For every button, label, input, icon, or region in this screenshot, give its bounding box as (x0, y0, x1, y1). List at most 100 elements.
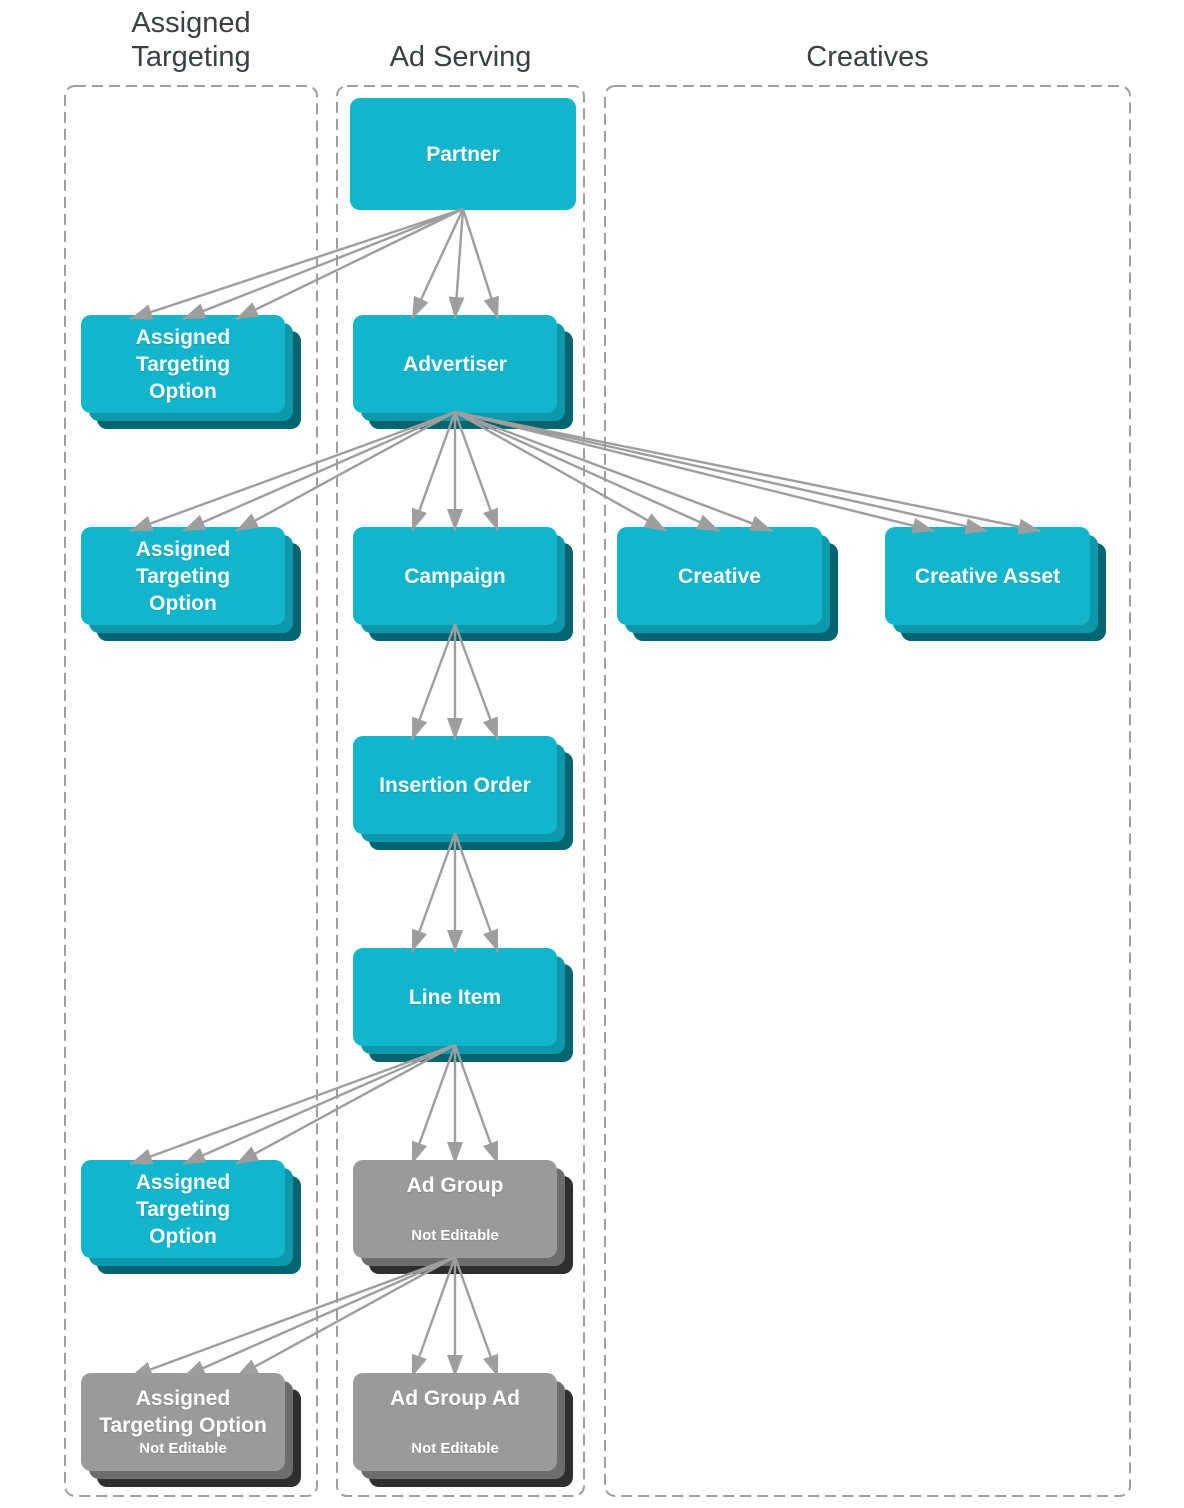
node-insertion-order: Insertion Order (353, 736, 573, 850)
node-label-line: Partner (426, 142, 500, 166)
arrow-insertion-order-to-line-item (410, 832, 457, 953)
node-label-line: Ad Group Ad (390, 1387, 520, 1410)
node-face: Creative Asset (885, 527, 1090, 625)
arrow-advertiser-to-assigned-targeting-option-2 (129, 410, 456, 533)
arrow-advertiser-to-creative-asset (454, 410, 988, 535)
node-label-line: Assigned (135, 537, 231, 561)
node-label-line: Option (149, 1224, 217, 1248)
node-label: Advertiser (403, 351, 507, 378)
node-label-line: Campaign (404, 564, 506, 588)
node-label: Ad Group (407, 1172, 504, 1199)
arrow-partner-to-assigned-targeting-option-1 (182, 207, 464, 321)
arrow-line-item-to-assigned-targeting-option-3 (129, 1043, 456, 1166)
node-advertiser: Advertiser (353, 315, 573, 429)
node-ad-group-ad: Ad Group Ad Not Editable (353, 1373, 573, 1487)
node-label-line: Advertiser (403, 352, 507, 376)
arrow-advertiser-to-creative-asset (454, 410, 935, 534)
node-creative-asset: Creative Asset (885, 527, 1106, 641)
column-header-label: Assigned Targeting (131, 7, 251, 73)
column-header-ad-serving: Ad Serving (337, 0, 584, 74)
node-label-line: Ad Group (406, 1174, 504, 1197)
arrow-campaign-to-insertion-order (410, 623, 457, 741)
arrow-partner-to-assigned-targeting-option-1 (129, 207, 464, 321)
arrow-line-item-to-ad-group (410, 1044, 457, 1165)
node-face: Partner (350, 98, 576, 210)
arrow-advertiser-to-creative (454, 410, 668, 533)
node-label: Creative Asset (915, 563, 1060, 590)
node-face: Line Item (353, 948, 557, 1046)
arrow-advertiser-to-campaign (453, 411, 500, 532)
arrow-partner-to-assigned-targeting-option-1 (235, 207, 464, 321)
arrow-advertiser-to-creative (454, 410, 773, 533)
node-label-line: Creative (678, 564, 761, 588)
arrow-advertiser-to-creative (454, 410, 720, 533)
arrow-line-item-to-assigned-targeting-option-3 (182, 1043, 456, 1166)
node-label-line: Assigned (135, 1170, 231, 1194)
arrow-line-item-to-assigned-targeting-option-3 (235, 1043, 456, 1166)
node-sublabel: Not Editable (411, 1440, 499, 1457)
column-header-creatives: Creatives (605, 0, 1130, 74)
column-header-assigned-targeting: Assigned Targeting (65, 0, 317, 74)
node-label: Ad Group Ad (390, 1385, 520, 1412)
column-header-label: Creatives (806, 41, 929, 73)
node-face: Creative (617, 527, 822, 625)
arrow-ad-group-to-assigned-targeting-option-4 (235, 1255, 456, 1379)
node-label-line: Line Item (408, 985, 502, 1009)
node-sublabel: Not Editable (139, 1440, 227, 1457)
node-label-line: Targeting (135, 352, 231, 376)
node-label-line: Option (149, 379, 217, 403)
arrow-advertiser-to-assigned-targeting-option-2 (235, 410, 456, 533)
arrow-advertiser-to-creative-asset (454, 410, 1041, 535)
node-label-line: Assigned (135, 1387, 231, 1410)
node-face: Advertiser (353, 315, 557, 413)
arrow-advertiser-to-campaign (410, 411, 457, 532)
column-header-label: Ad Serving (389, 41, 532, 73)
node-label-line: Option (149, 591, 217, 615)
arrow-ad-group-to-ad-group-ad (410, 1256, 457, 1378)
arrow-partner-to-advertiser (448, 208, 465, 320)
arrow-line-item-to-ad-group (453, 1044, 500, 1165)
node-face: Insertion Order (353, 736, 557, 834)
node-creative: Creative (617, 527, 838, 641)
node-label-line: Insertion Order (379, 773, 531, 797)
node-line-item: Line Item (353, 948, 573, 1062)
node-sublabel: Not Editable (411, 1227, 499, 1244)
arrow-ad-group-to-ad-group-ad (453, 1256, 500, 1378)
node-label: Line Item (409, 984, 501, 1011)
arrow-partner-to-advertiser (461, 208, 500, 320)
arrow-insertion-order-to-line-item (453, 832, 500, 953)
arrow-advertiser-to-assigned-targeting-option-2 (182, 410, 456, 533)
node-label-line: Targeting Option (99, 1414, 267, 1437)
node-face: Campaign (353, 527, 557, 625)
column-outline-creatives (604, 85, 1131, 1497)
arrow-campaign-to-insertion-order (453, 623, 500, 741)
node-label: Creative (678, 563, 761, 590)
node-label-line: Targeting (135, 564, 231, 588)
node-label-line: Assigned (135, 325, 231, 349)
column-outline-assigned-targeting (64, 85, 318, 1497)
node-label: Campaign (404, 563, 506, 590)
arrow-partner-to-advertiser (410, 208, 465, 320)
node-label-line: Creative Asset (914, 564, 1061, 588)
node-label: Partner (426, 141, 500, 168)
node-face: Ad Group Ad Not Editable (353, 1373, 557, 1471)
node-partner: Partner (350, 98, 576, 210)
node-label-line: Targeting (135, 1197, 231, 1221)
